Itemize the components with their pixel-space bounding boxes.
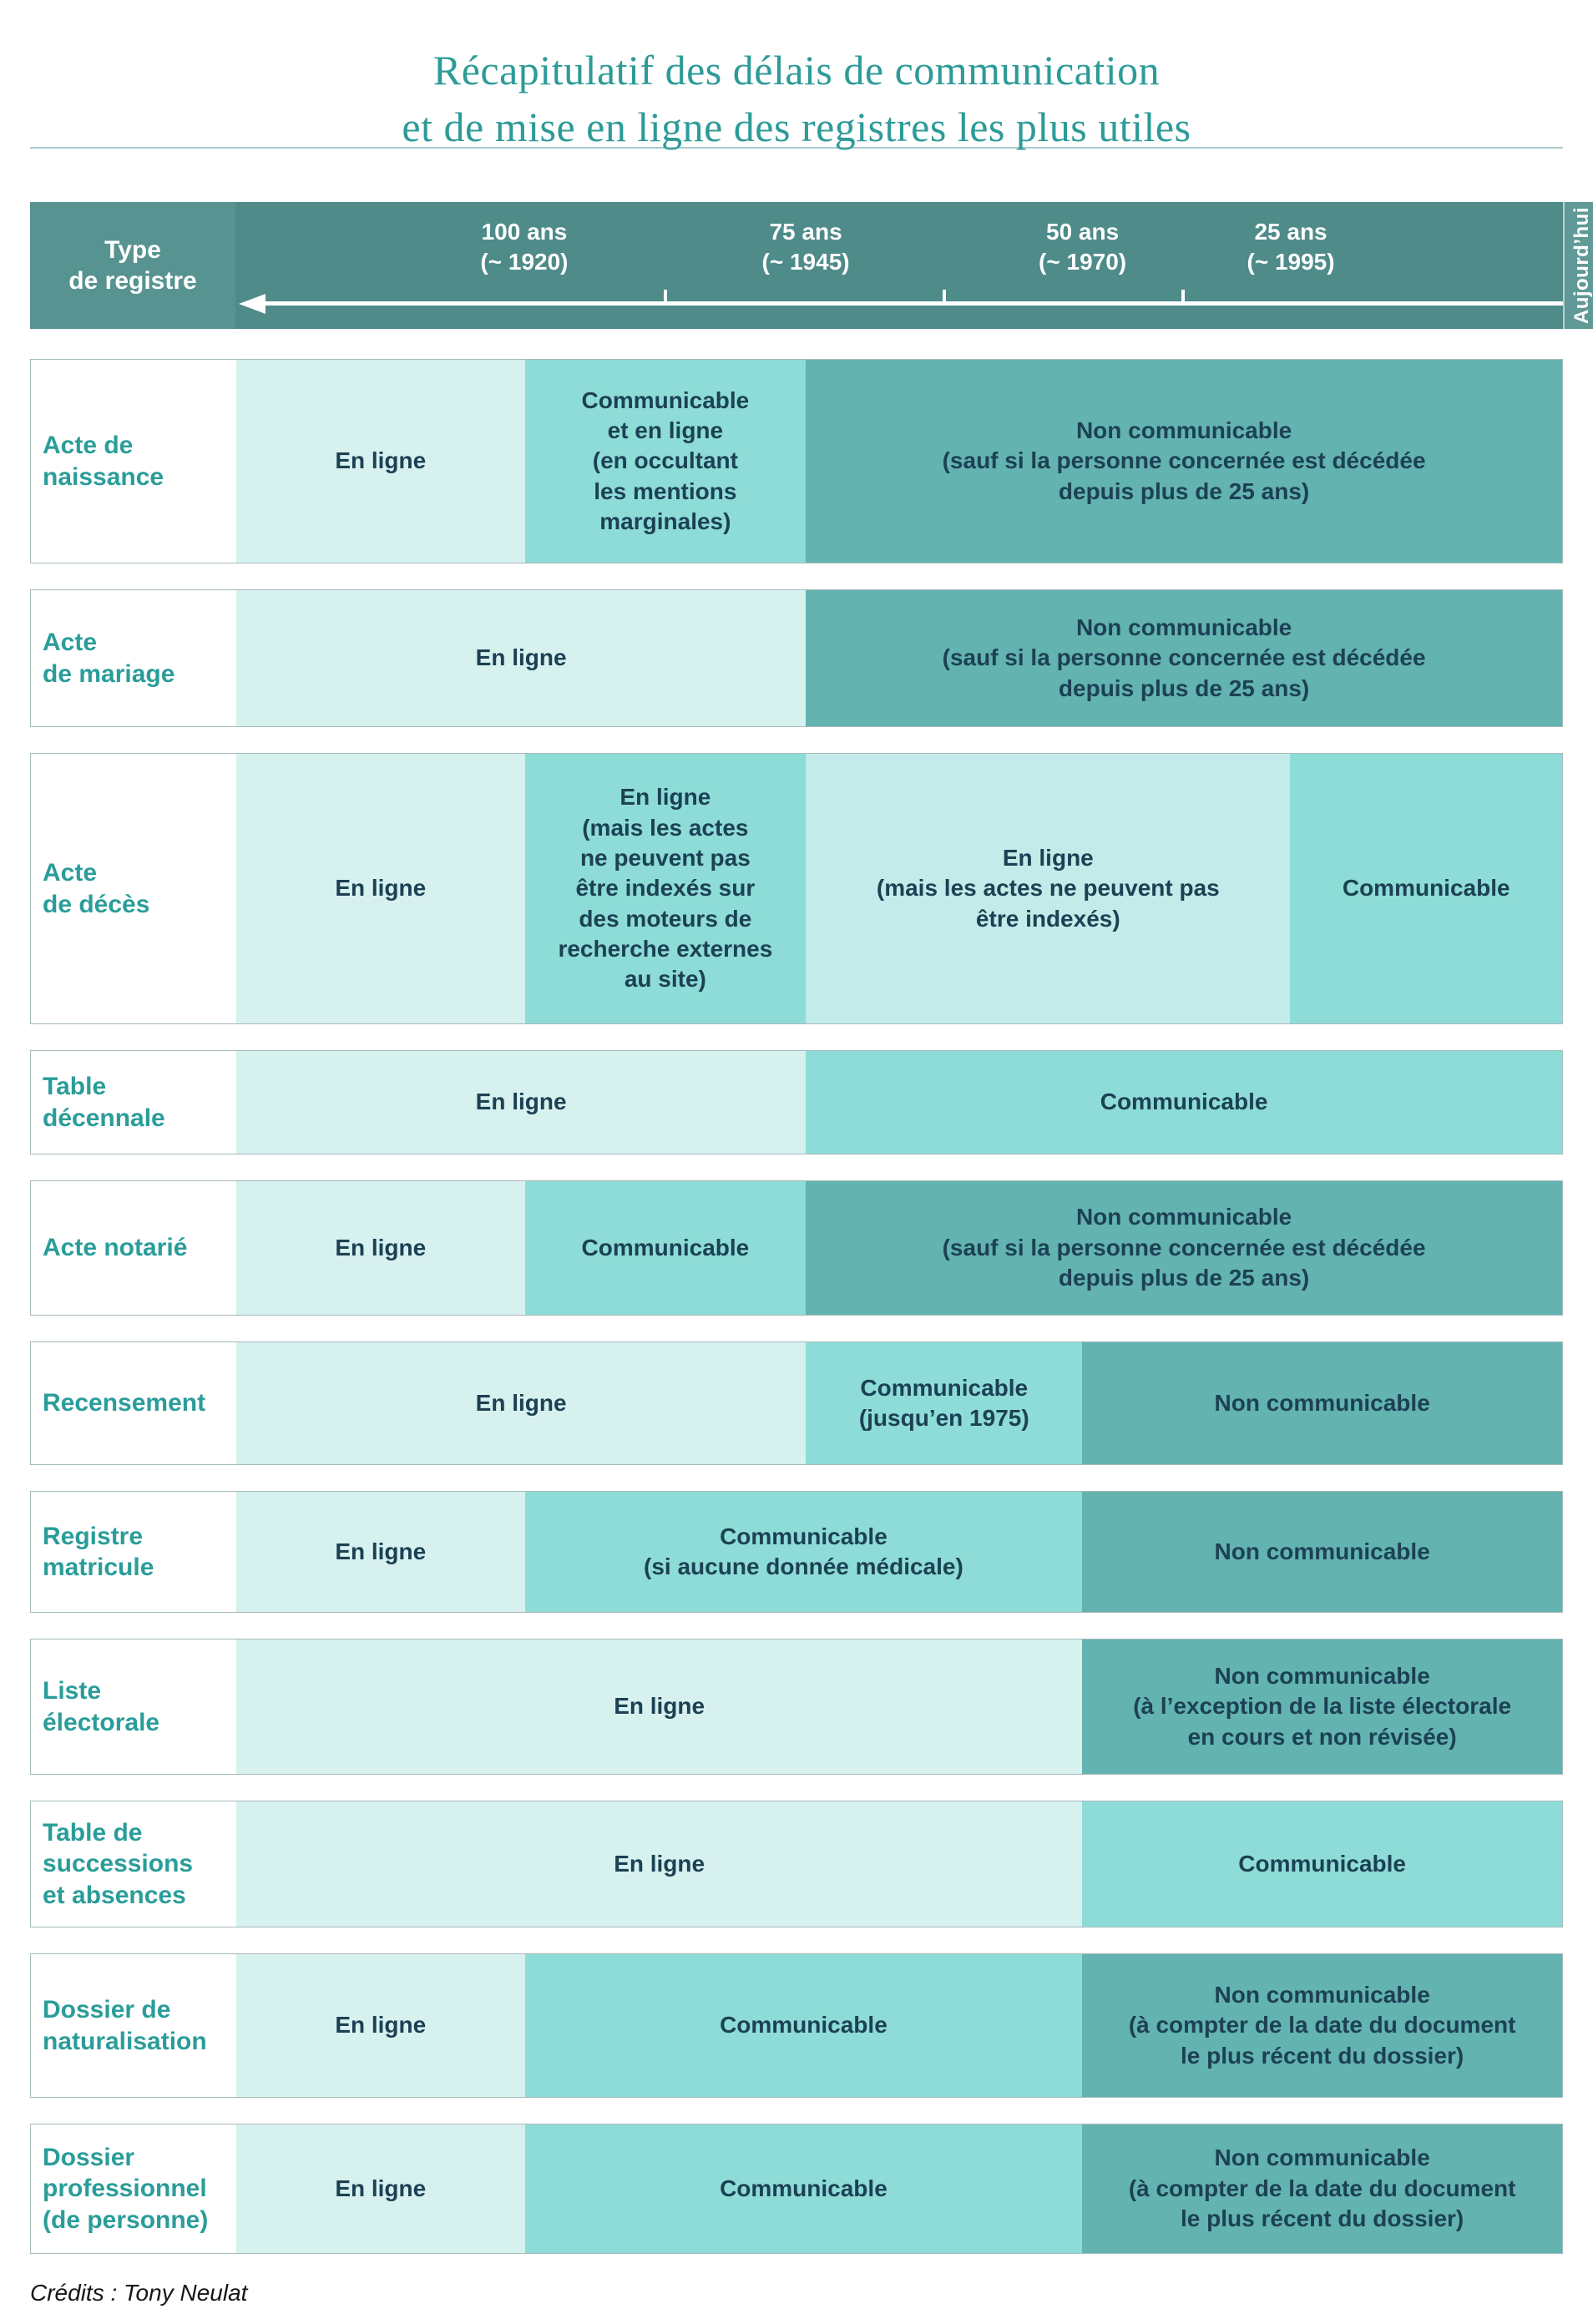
register-label: Registre matricule (31, 1492, 236, 1612)
status-cell: En ligne (236, 2124, 525, 2253)
register-label: Liste électorale (31, 1639, 236, 1774)
register-label: Dossier professionnel (de personne) (31, 2124, 236, 2253)
timeline-tick (664, 290, 668, 303)
today-label: Aujourd’hui (1570, 206, 1593, 325)
status-cell: En ligne (236, 1639, 1083, 1774)
status-cell: En ligne (236, 1492, 525, 1612)
status-cell: En ligne (236, 1954, 525, 2097)
status-cell: Communicable (si aucune donnée médicale) (524, 1492, 1083, 1612)
status-cell: En ligne (mais les actes ne peuvent pas … (806, 754, 1291, 1023)
credits: Crédits : Tony Neulat (30, 2280, 248, 2306)
timeline-header: Type de registre 100 ans (~ 1920) 75 ans … (30, 202, 1593, 329)
status-cell: Communicable (524, 2124, 1083, 2253)
page-title: Récapitulatif des délais de communicatio… (30, 42, 1563, 155)
status-cell: En ligne (236, 754, 525, 1023)
status-cell: Communicable (jusqu’en 1975) (806, 1342, 1083, 1464)
status-cell: Non communicable (à l’exception de la li… (1082, 1639, 1562, 1774)
title-line-1: Récapitulatif des délais de communicatio… (432, 47, 1161, 93)
timeline-tick (1181, 290, 1186, 303)
status-cell: Non communicable (à compter de la date d… (1082, 1954, 1562, 2097)
status-cell: En ligne (236, 1051, 807, 1154)
status-cell: Non communicable (sauf si la personne co… (806, 590, 1562, 726)
status-cell: En ligne (mais les actes ne peuvent pas … (524, 754, 807, 1023)
status-cell: Non communicable (sauf si la personne co… (806, 1181, 1562, 1315)
status-cell: Non communicable (1082, 1342, 1562, 1464)
register-label: Recensement (31, 1342, 236, 1464)
type-de-registre-header: Type de registre (30, 202, 235, 329)
register-label: Table de successions et absences (31, 1801, 236, 1927)
status-cell: Communicable (1082, 1801, 1562, 1927)
status-cell: En ligne (236, 360, 525, 563)
status-cell: Communicable (524, 1181, 807, 1315)
register-label: Acte de décès (31, 754, 236, 1023)
status-cell: Non communicable (1082, 1492, 1562, 1612)
status-cell: Communicable (806, 1051, 1562, 1154)
timeline-milestone: 50 ans (~ 1970) (1039, 219, 1127, 275)
status-cell: Non communicable (sauf si la personne co… (806, 360, 1562, 563)
register-label: Acte de mariage (31, 590, 236, 726)
timeline-milestone: 25 ans (~ 1995) (1247, 219, 1335, 275)
timeline-arrow-shaft (264, 301, 1563, 306)
status-cell: Non communicable (à compter de la date d… (1082, 2124, 1562, 2253)
status-cell: Communicable (1290, 754, 1562, 1023)
status-cell: En ligne (236, 1342, 807, 1464)
register-row: Dossier professionnel (de personne)En li… (30, 2124, 1563, 2254)
status-cell: En ligne (236, 1181, 525, 1315)
timeline-milestone: 75 ans (~ 1945) (761, 219, 850, 275)
status-cell: En ligne (236, 1801, 1083, 1927)
timeline-tick (943, 290, 947, 303)
register-label: Acte de naissance (31, 360, 236, 563)
status-cell: Communicable (524, 1954, 1083, 2097)
timeline-axis: 100 ans (~ 1920) 75 ans (~ 1945) 50 ans (~… (235, 202, 1563, 329)
register-label: Dossier de naturalisation (31, 1954, 236, 2097)
timeline-arrow-left-icon (239, 294, 266, 314)
timeline-milestone: 100 ans (~ 1920) (480, 219, 569, 275)
register-label: Acte notarié (31, 1181, 236, 1315)
status-cell: Communicable et en ligne (en occultant l… (524, 360, 807, 563)
title-block: Récapitulatif des délais de communicatio… (30, 0, 1563, 150)
title-underline (30, 147, 1563, 149)
register-label: Table décennale (31, 1051, 236, 1154)
title-line-2: et de mise en ligne des registres les pl… (402, 104, 1191, 150)
status-cell: En ligne (236, 590, 807, 726)
today-strip: Aujourd’hui (1563, 202, 1593, 329)
